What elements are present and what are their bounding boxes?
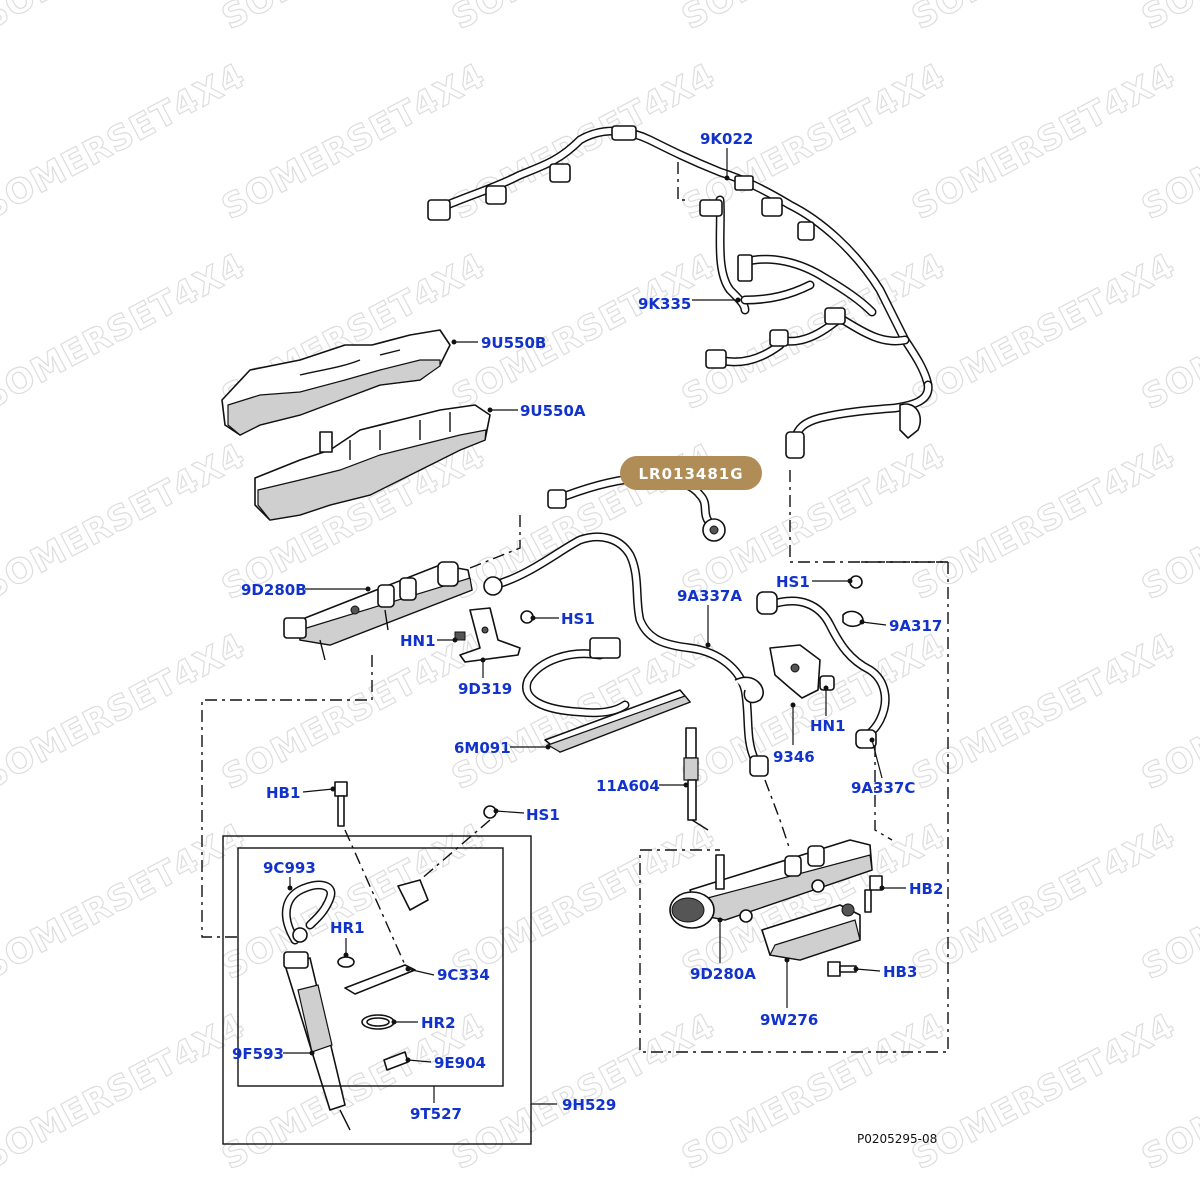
label-HS1[interactable]: HS1	[776, 573, 810, 591]
routing-line	[874, 745, 893, 841]
label-9D280B[interactable]: 9D280B	[241, 581, 307, 599]
routing-line	[639, 470, 949, 1053]
label-9K335[interactable]: 9K335	[638, 295, 691, 313]
watermark-text: SOMERSET4X4	[0, 436, 252, 608]
routing-line	[201, 655, 373, 938]
connector-icon	[549, 163, 571, 183]
label-9U550A[interactable]: 9U550A	[520, 402, 586, 420]
label-9E904[interactable]: 9E904	[434, 1054, 486, 1072]
watermark-text: SOMERSET4X4	[0, 246, 252, 418]
connector-icon	[611, 125, 637, 141]
connector-icon	[785, 431, 805, 459]
label-6M091[interactable]: 6M091	[454, 739, 511, 757]
watermark-text: SOMERSET4X4	[0, 56, 252, 228]
bolt-HB1[interactable]	[334, 781, 348, 827]
seal-HR2[interactable]	[361, 1014, 395, 1030]
bolt-HB3[interactable]	[827, 961, 857, 977]
label-9H529[interactable]: 9H529	[562, 1096, 616, 1114]
routing-line	[469, 515, 521, 569]
pipe-clip-9A317[interactable]	[842, 575, 864, 628]
connector-icon	[485, 185, 507, 205]
label-HN1[interactable]: HN1	[810, 717, 846, 735]
label-HB3[interactable]: HB3	[883, 963, 917, 981]
part-labels: 9K022 9K335 9U550B 9U550A 9D280B HS1 HN1…	[232, 130, 943, 1123]
label-HR2[interactable]: HR2	[421, 1014, 456, 1032]
connector-icon	[699, 199, 723, 217]
seal-HR1[interactable]	[337, 956, 355, 968]
pressure-regulator-9W276[interactable]	[761, 903, 861, 961]
watermark-text: SOMERSET4X4	[0, 816, 252, 988]
connector-icon	[705, 349, 727, 369]
watermark-text: SOMERSET4X4	[0, 0, 252, 38]
clip-icon	[734, 175, 754, 191]
label-9U550B[interactable]: 9U550B	[481, 334, 546, 352]
label-9T527[interactable]: 9T527	[410, 1105, 462, 1123]
bracket-9D319[interactable]	[459, 607, 521, 663]
sensor-harness-6M091[interactable]	[522, 637, 691, 753]
label-9D280A[interactable]: 9D280A	[690, 965, 756, 983]
kit-box-9T527	[237, 847, 504, 1087]
connector-icon	[797, 221, 815, 241]
engine-cover-9U550B[interactable]	[221, 329, 451, 436]
badge-background	[620, 456, 762, 490]
watermark-text: SOMERSET4X4	[1135, 0, 1200, 38]
label-HS1[interactable]: HS1	[526, 806, 560, 824]
nut-icon	[454, 631, 466, 641]
hp-pipe-9A337C[interactable]	[756, 591, 890, 749]
label-9K022[interactable]: 9K022	[700, 130, 753, 148]
injector-pipe-9C993[interactable]	[281, 880, 336, 945]
label-11A604[interactable]: 11A604	[596, 777, 660, 795]
part-number-badge[interactable]: LR013481G	[620, 456, 762, 490]
diagram-reference-code: P0205295-08	[857, 1132, 937, 1146]
label-9A317[interactable]: 9A317	[889, 617, 942, 635]
hp-pipe-9A337A[interactable]	[483, 532, 769, 777]
label-9346[interactable]: 9346	[773, 748, 815, 766]
connector-icon	[427, 199, 451, 221]
injector-9F593[interactable]	[283, 951, 351, 1131]
watermark-text: SOMERSET4X4	[0, 1006, 252, 1178]
label-9D319[interactable]: 9D319	[458, 680, 512, 698]
label-HB2[interactable]: HB2	[909, 880, 943, 898]
connector-icon	[824, 307, 846, 325]
bolt-HB2[interactable]	[864, 875, 883, 913]
leader-lines	[283, 148, 906, 1105]
label-HS1[interactable]: HS1	[561, 610, 595, 628]
label-9W276[interactable]: 9W276	[760, 1011, 818, 1029]
label-9C993[interactable]: 9C993	[263, 859, 316, 877]
bracket-icon	[899, 403, 922, 439]
routing-line	[764, 779, 791, 851]
wiring-harness-9K022[interactable]	[427, 125, 933, 459]
fuel-rail-9D280B[interactable]	[283, 561, 473, 661]
routing-line	[419, 819, 491, 881]
label-HR1[interactable]: HR1	[330, 919, 365, 937]
label-9A337A[interactable]: 9A337A	[677, 587, 742, 605]
label-HN1[interactable]: HN1	[400, 632, 436, 650]
sensor-bracket-9346[interactable]	[769, 644, 835, 699]
connector-icon	[769, 329, 789, 347]
watermark-text: SOMERSET4X4	[0, 626, 252, 798]
label-9F593[interactable]: 9F593	[232, 1045, 284, 1063]
connector-icon	[737, 254, 753, 282]
kit-box-9H529	[222, 835, 532, 1145]
engine-cover-9U550A[interactable]	[254, 404, 491, 521]
label-9C334[interactable]: 9C334	[437, 966, 490, 984]
connector-icon	[761, 197, 783, 217]
fuel-rail-9D280A[interactable]	[669, 839, 873, 929]
label-HB1[interactable]: HB1	[266, 784, 300, 802]
label-9A337C[interactable]: 9A337C	[851, 779, 915, 797]
clamp-9C334[interactable]	[344, 964, 416, 995]
glow-plug-11A604[interactable]	[683, 727, 709, 831]
badge-text: LR013481G	[638, 465, 743, 483]
